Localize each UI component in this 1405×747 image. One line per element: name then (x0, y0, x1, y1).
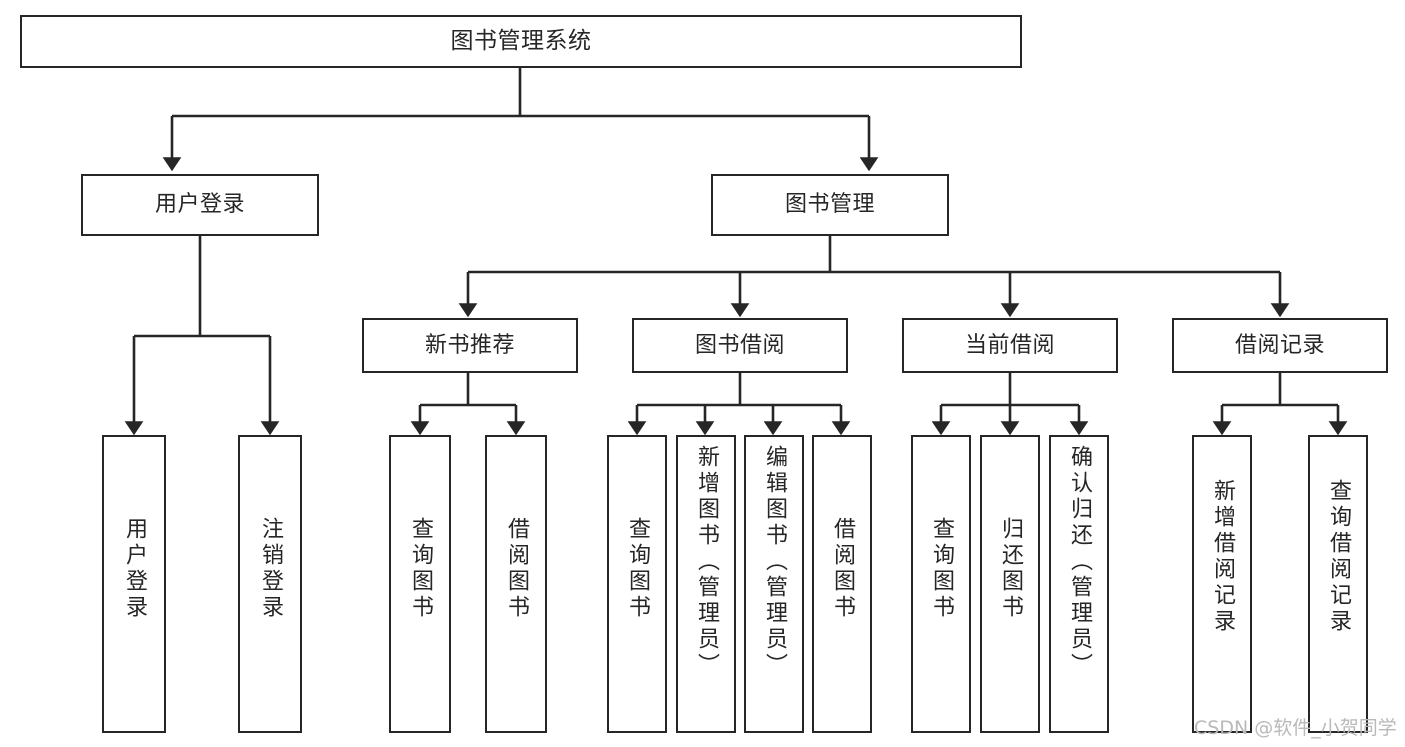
leaf-user-login-logout[interactable]: 注销登录 (238, 435, 302, 733)
node-label: 归还图书 (998, 517, 1023, 621)
node-user-login[interactable]: 用户登录 (81, 174, 319, 236)
csdn-watermark: CSDN @软件_小贺同学 (1194, 717, 1397, 739)
node-label: 查询图书 (625, 517, 650, 621)
node-current-borrow[interactable]: 当前借阅 (902, 318, 1118, 373)
node-label: 借阅记录 (1234, 332, 1325, 358)
leaf-current-borrow-confirm[interactable]: 确认归还（管理员） (1049, 435, 1109, 733)
node-label: 确认归还（管理员） (1067, 445, 1092, 679)
leaf-book-borrow-add[interactable]: 新增图书（管理员） (676, 435, 736, 733)
leaf-book-borrow-borrow[interactable]: 借阅图书 (812, 435, 872, 733)
node-label: 查询借阅记录 (1326, 479, 1351, 635)
node-book-borrow[interactable]: 图书借阅 (632, 318, 848, 373)
leaf-book-borrow-query[interactable]: 查询图书 (607, 435, 667, 733)
node-label: 新书推荐 (424, 332, 515, 358)
node-label: 借阅图书 (504, 517, 529, 621)
node-label: 查询图书 (408, 517, 433, 621)
leaf-borrow-record-add[interactable]: 新增借阅记录 (1192, 435, 1252, 733)
node-label: 新增图书（管理员） (694, 445, 719, 679)
leaf-current-borrow-query[interactable]: 查询图书 (911, 435, 971, 733)
node-book-management[interactable]: 图书管理 (711, 174, 949, 236)
node-label: 编辑图书（管理员） (762, 445, 787, 679)
node-label: 新增借阅记录 (1210, 479, 1235, 635)
node-label: 注销登录 (258, 517, 283, 621)
node-label: 借阅图书 (830, 517, 855, 621)
node-label: 用户登录 (122, 517, 147, 621)
node-label: 图书借阅 (694, 332, 785, 358)
node-label: 用户登录 (154, 192, 245, 218)
node-label: 图书管理系统 (450, 27, 592, 54)
leaf-new-book-borrow[interactable]: 借阅图书 (485, 435, 547, 733)
node-label: 查询图书 (929, 517, 954, 621)
node-borrow-record[interactable]: 借阅记录 (1172, 318, 1388, 373)
leaf-user-login-login[interactable]: 用户登录 (102, 435, 166, 733)
leaf-new-book-query[interactable]: 查询图书 (389, 435, 451, 733)
leaf-current-borrow-return[interactable]: 归还图书 (980, 435, 1040, 733)
node-new-book-recommend[interactable]: 新书推荐 (362, 318, 578, 373)
node-root-system[interactable]: 图书管理系统 (20, 15, 1022, 68)
node-label: 当前借阅 (964, 332, 1055, 358)
leaf-borrow-record-query[interactable]: 查询借阅记录 (1308, 435, 1368, 733)
node-label: 图书管理 (784, 192, 875, 218)
leaf-book-borrow-edit[interactable]: 编辑图书（管理员） (744, 435, 804, 733)
